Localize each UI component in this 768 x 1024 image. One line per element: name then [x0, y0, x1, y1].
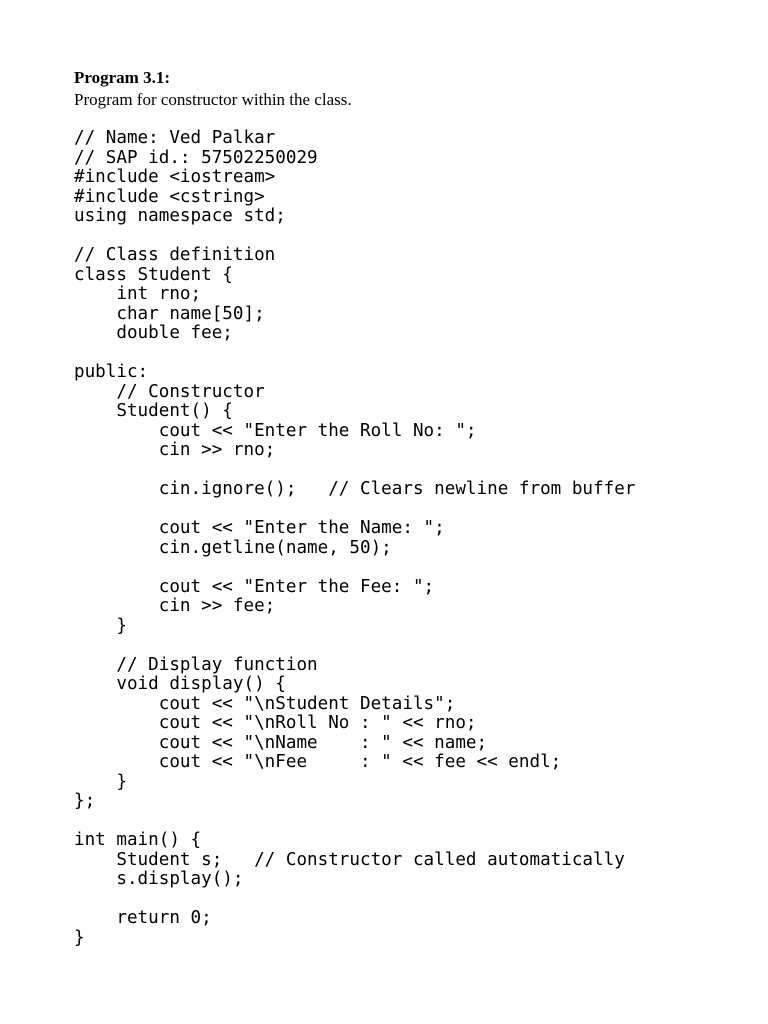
code-line: cout << "Enter the Fee: ";	[74, 576, 435, 597]
code-line: // Display function	[74, 654, 318, 675]
code-line: double fee;	[74, 323, 233, 343]
code-line: }	[74, 771, 127, 792]
code-line: class Student {	[74, 264, 233, 285]
code-line: cout << "Enter the Roll No: ";	[74, 420, 477, 441]
code-line	[74, 500, 635, 520]
code-line: // SAP id.: 57502250029	[74, 147, 318, 168]
code-line: cin >> fee;	[74, 596, 276, 616]
code-line: cout << "\nRoll No : " << rno;	[74, 713, 477, 733]
code-line: }	[74, 927, 85, 948]
code-line: cout << "Enter the Name: ";	[74, 518, 445, 538]
code-line: using namespace std;	[74, 206, 286, 226]
code-line: Student() {	[74, 401, 233, 421]
code-line: cout << "\nStudent Details";	[74, 693, 456, 714]
program-description: Program for constructor within the class…	[74, 90, 352, 109]
code-line	[74, 227, 635, 247]
code-line: int main() {	[74, 830, 202, 850]
code-line: // Constructor	[74, 381, 265, 402]
code-line: int rno;	[74, 284, 202, 304]
code-line: #include <iostream>	[74, 167, 276, 187]
program-title: Program 3.1:	[74, 68, 170, 87]
code-line: cin >> rno;	[74, 440, 276, 460]
code-block: // Name: Ved Palkar// SAP id.: 575022500…	[74, 128, 636, 948]
code-line	[74, 558, 635, 578]
code-line: };	[74, 791, 96, 811]
code-line	[74, 890, 635, 910]
code-line: char name[50];	[74, 303, 265, 324]
code-line: }	[74, 615, 127, 636]
code-line: cout << "\nName : " << name;	[74, 732, 488, 753]
code-line: Student s; // Constructor called automat…	[74, 849, 625, 870]
code-line: cin.getline(name, 50);	[74, 537, 392, 558]
code-line	[74, 344, 635, 364]
code-line: return 0;	[74, 908, 212, 928]
code-line: // Name: Ved Palkar	[74, 128, 276, 148]
code-line: s.display();	[74, 869, 244, 889]
code-line: public:	[74, 362, 149, 382]
code-line	[74, 812, 635, 832]
code-line: #include <cstring>	[74, 186, 265, 207]
code-line: cout << "\nFee : " << fee << endl;	[74, 752, 562, 772]
code-line: void display() {	[74, 674, 286, 694]
code-line: cin.ignore(); // Clears newline from buf…	[74, 479, 636, 499]
code-line: // Class definition	[74, 245, 276, 265]
code-line	[74, 461, 635, 481]
code-line	[74, 636, 635, 656]
